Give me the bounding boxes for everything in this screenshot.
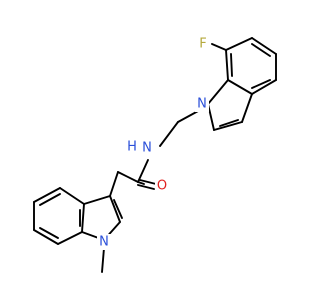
bond: [251, 43, 271, 57]
bond: [109, 195, 121, 223]
amide-group: [109, 159, 157, 197]
label-bg: [155, 178, 169, 194]
bond: [207, 79, 229, 105]
bond: [57, 231, 83, 245]
label-bg: [195, 96, 209, 112]
top-indole-nitrogen-label: N: [197, 97, 207, 112]
molecule-svg: F N N H O N: [33, 36, 277, 273]
bond: [137, 159, 149, 183]
bond: [211, 43, 227, 51]
bond: [33, 229, 59, 245]
bond: [251, 79, 277, 95]
bond: [137, 181, 145, 185]
bottom-indole-nitrogen-label: N: [99, 235, 109, 250]
label-bg: [97, 234, 111, 250]
top-pyrrole-ring: [207, 79, 253, 131]
bond: [213, 121, 243, 131]
label-bg: [196, 36, 210, 52]
bond: [230, 53, 233, 77]
bond: [81, 203, 85, 233]
bond: [137, 184, 155, 190]
fluorine-label: F: [199, 37, 206, 52]
bottom-benzene-ring: [33, 187, 85, 245]
bond: [225, 49, 229, 81]
bond: [83, 195, 111, 205]
bond: [59, 187, 85, 205]
bond: [139, 179, 157, 185]
label-bg: [140, 140, 154, 156]
bond: [33, 187, 61, 203]
bond: [109, 171, 119, 197]
bond: [219, 119, 239, 127]
bond: [117, 171, 139, 183]
ethyl-linker: [159, 109, 201, 147]
bond: [159, 121, 179, 147]
bond: [251, 37, 277, 55]
bond: [39, 193, 61, 206]
bond: [225, 37, 253, 51]
bond: [241, 93, 253, 123]
bond: [101, 247, 105, 273]
amide-nitrogen-label: N: [142, 141, 152, 156]
bond: [113, 199, 123, 219]
amide-hydrogen-label: H: [127, 140, 137, 155]
molecule-structure-diagram: F N N H O N: [33, 36, 277, 273]
bottom-pyrrole-ring: [81, 195, 123, 241]
bond: [251, 79, 271, 89]
bond: [227, 79, 253, 95]
carbonyl-oxygen-label: O: [157, 179, 167, 194]
bond: [39, 227, 59, 239]
atom-labels: F N N H O N: [97, 36, 210, 250]
top-benzene-ring: [225, 37, 277, 95]
